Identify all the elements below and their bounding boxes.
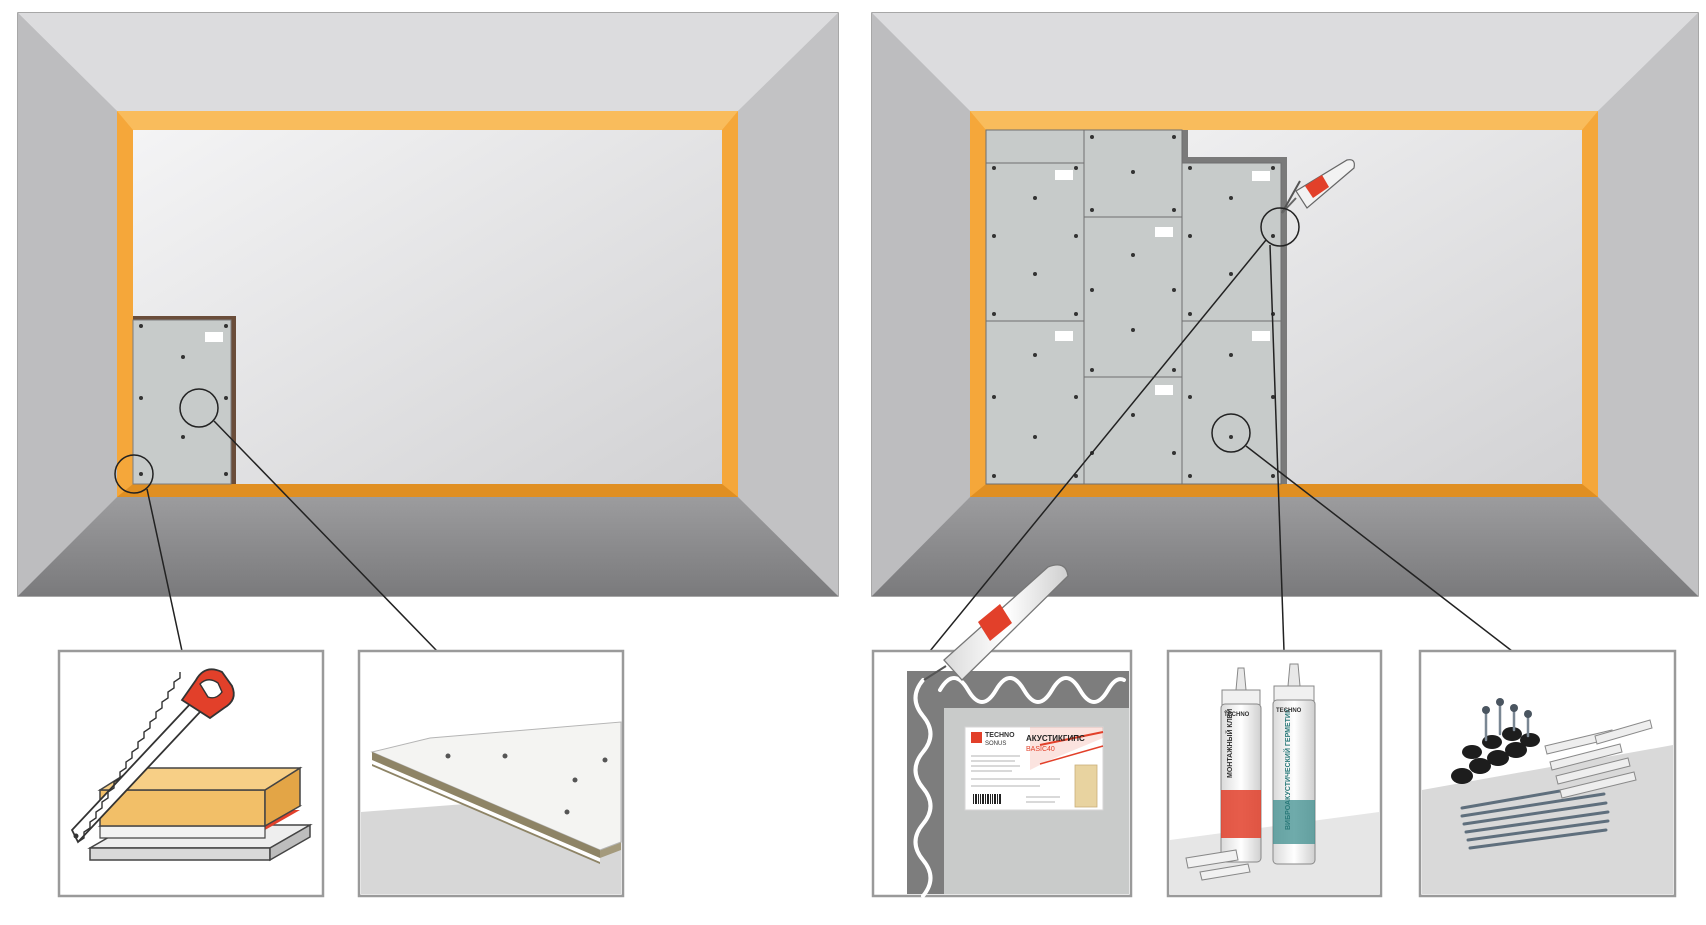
callout-circle-screw [179,388,219,428]
room-right-floor [872,497,1698,596]
room-right [871,12,1699,597]
room-left-frame-top [117,111,738,130]
sealant-gun-icon [923,564,1069,681]
room-right-right-wall [1598,13,1698,596]
callout-circle-fasteners [1211,413,1251,453]
product-spec-lines [971,755,1060,803]
callout-line-seal [929,239,1267,652]
screw-fastener-icon [1451,698,1610,850]
detail-box-saw [57,649,325,898]
techno-sonus-logo-icon [971,732,982,743]
room-left-right-wall [738,13,838,596]
room-left-panel-screws [139,324,228,476]
tube1-brand: TECHNO [1224,712,1250,718]
dowel-icon [1185,849,1251,881]
room-left-ceiling [18,13,838,111]
room-right-ceiling [872,13,1698,111]
detail-box-panel [357,649,625,898]
room-right-panels [985,129,1282,485]
tube1-label: МОНТАЖНЫЙ КЛЕЙ [1225,709,1234,778]
tube2-label: ВИБРОАКУСТИЧЕСКИЙ ГЕРМЕТИК [1283,708,1292,830]
room-left-panel-label [205,332,223,342]
room-right-frame-top [970,111,1598,130]
product-box-akustikgips: TECHNO SONUS АКУСТИКГИПС BASIC40 [964,726,1104,811]
detail-box-seal: TECHNO SONUS АКУСТИКГИПС BASIC40 [871,564,1133,898]
tube2-brand: TECHNO [1276,708,1302,714]
sealant-bead-horizontal [938,676,1126,704]
brand-line1: TECHNO [985,732,1015,739]
detail-box-fasteners [1418,649,1677,898]
room-left-first-panel [132,319,232,485]
callout-line-fasteners [1245,445,1513,652]
detail-box-tubes: МОНТАЖНЫЙ КЛЕЙ TECHNO ВИБРОАКУСТИЧЕСКИЙ … [1166,649,1383,898]
room-left-left-wall [18,13,117,596]
brand-line2: SONUS [985,741,1006,747]
room-left-floor [18,497,838,596]
handsaw-icon [70,668,235,844]
room-right-panel-labels [1055,170,1270,395]
callout-line-tubes [1269,244,1285,652]
callout-circle-seal [1260,207,1300,247]
sealant-tube-1: МОНТАЖНЫЙ КЛЕЙ TECHNO [1220,667,1262,863]
callout-circle-corner [114,454,154,494]
callout-line-saw [146,488,183,652]
room-left-frame-bottom [117,484,738,497]
product-title: АКУСТИКГИПС [1026,734,1085,743]
sealant-gun-icon [1281,159,1355,214]
callout-line-panel [213,420,438,652]
sealant-tube-2: ВИБРОАКУСТИЧЕСКИЙ ГЕРМЕТИК TECHNO [1272,663,1316,865]
panel-screw-holes [445,753,608,815]
sealant-bead-vertical [913,678,933,898]
product-barcode [973,794,1001,804]
room-left [17,12,839,597]
room-right-left-wall [872,13,970,596]
room-right-frame-bottom [970,484,1598,497]
product-model: BASIC40 [1026,746,1055,753]
dowel-icon [1544,719,1653,799]
